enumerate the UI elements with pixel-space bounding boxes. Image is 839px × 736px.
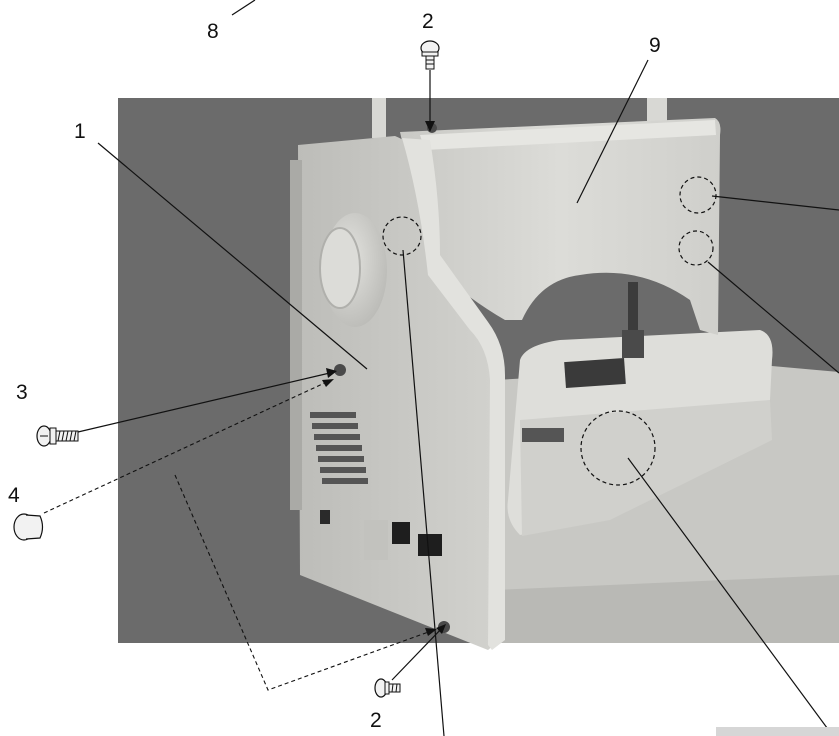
label-4: 4 (8, 484, 20, 507)
label-2-bottom: 2 (370, 709, 382, 732)
sewing-machine-photo (290, 98, 839, 650)
arrowhead-2-bottom (436, 624, 446, 634)
label-8: 8 (207, 20, 219, 43)
leader-3 (77, 371, 335, 433)
label-3: 3 (16, 381, 28, 404)
leader-2-bottom (391, 625, 445, 681)
leader-arm-top (711, 195, 839, 211)
marker-circle-arm-side (678, 230, 714, 266)
arrowhead-3 (326, 368, 337, 378)
arrowhead-4 (322, 379, 334, 387)
screw-top-part (420, 40, 440, 70)
label-2-top: 2 (422, 10, 434, 33)
leader-1 (97, 142, 368, 370)
leader-arm-side (707, 261, 839, 374)
marker-circle-bed (580, 410, 656, 486)
leader-8 (231, 0, 256, 16)
arrowhead-bracket (425, 628, 437, 636)
leader-side-circle (402, 249, 445, 736)
leader-bed (627, 457, 834, 736)
label-1: 1 (74, 120, 86, 143)
cap-part (13, 513, 44, 541)
leader-4 (43, 379, 332, 514)
arrowhead-2-top (425, 121, 435, 132)
leader-9 (576, 59, 649, 204)
marker-circle-arm-top (679, 176, 717, 214)
screw-side-part (36, 425, 79, 447)
leader-bracket (174, 474, 435, 691)
label-9: 9 (649, 34, 661, 57)
corner-box (716, 727, 839, 736)
screw-bottom-part (374, 678, 401, 698)
marker-circle-side (382, 216, 422, 256)
